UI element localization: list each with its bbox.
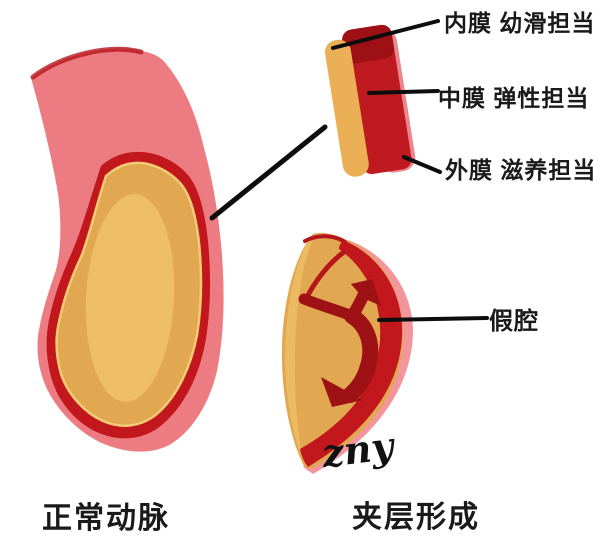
normal-artery-caption: 正常动脉 (42, 502, 170, 535)
false-lumen-label-line (377, 316, 489, 322)
dissection-caption: 夹层形成 (352, 501, 480, 534)
intima-label-line (331, 19, 440, 50)
normal-artery-illustration (30, 46, 224, 452)
dissected-artery-illustration (281, 232, 414, 474)
arrowhead-down (321, 377, 363, 407)
media-label-line (367, 89, 440, 95)
wall-layers-inset (324, 24, 416, 177)
flow-arrow-icon (298, 279, 381, 407)
false-lumen-label: 假腔 (489, 308, 539, 335)
intimal-flap-line (303, 249, 347, 302)
adventitia-label-line (402, 155, 442, 174)
dissection-lumen-highlight (285, 240, 313, 463)
intima-layer (324, 39, 369, 177)
lumen-highlight (85, 194, 175, 402)
artery-top-soft-edge (30, 46, 144, 80)
arrowhead-up (351, 279, 381, 306)
artist-signature: zny (319, 422, 396, 477)
dissection-top-edge-line (303, 234, 347, 244)
media-label: 中膜 弹性担当 (438, 85, 590, 111)
adventitia-label: 外膜 滋养担当 (445, 157, 597, 183)
pointer-line (209, 124, 328, 221)
intima-label: 内膜 幼滑担当 (444, 10, 596, 36)
